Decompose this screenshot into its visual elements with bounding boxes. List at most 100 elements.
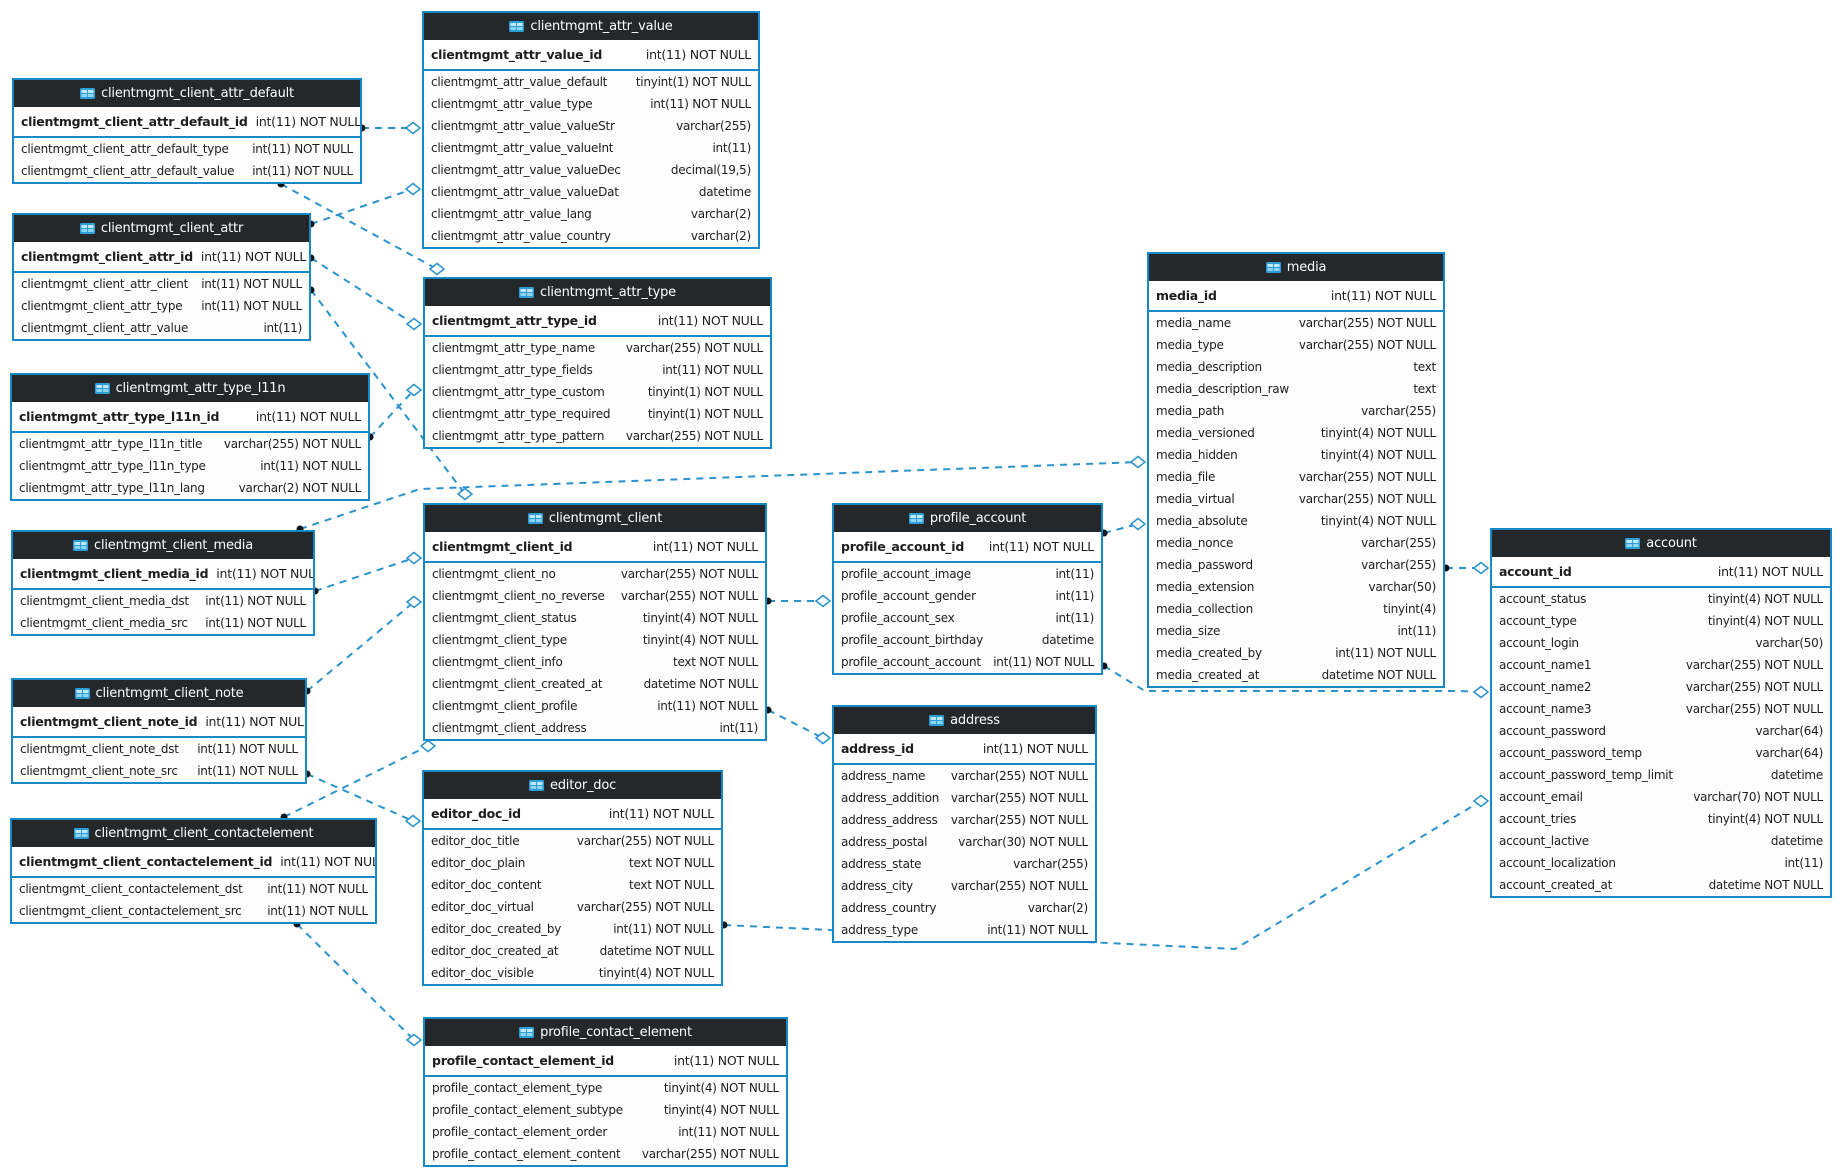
column-type: int(11) NOT NULL bbox=[988, 539, 1094, 554]
relationship-line-clientmgmt_client_note-to-editor_doc[interactable] bbox=[306, 773, 414, 822]
column-name: clientmgmt_client_note_src bbox=[20, 764, 178, 778]
relationship-line-clientmgmt_client_attr-to-clientmgmt_attr_value[interactable] bbox=[310, 188, 414, 225]
table-header[interactable]: clientmgmt_client bbox=[425, 505, 765, 532]
column-name: clientmgmt_attr_value_country bbox=[431, 229, 611, 243]
column-name: media_nonce bbox=[1156, 536, 1234, 550]
column-name: editor_doc_content bbox=[431, 878, 542, 892]
relationship-line-clientmgmt_attr_type_l11n-to-clientmgmt_attr_type[interactable] bbox=[369, 389, 415, 438]
column-type: int(11) NOT NULL bbox=[255, 409, 361, 424]
column-type: int(11) bbox=[263, 321, 302, 335]
column-type: varchar(255) NOT NULL bbox=[1685, 680, 1823, 694]
column-name: media_hidden bbox=[1156, 448, 1238, 462]
table-header[interactable]: address bbox=[834, 707, 1095, 734]
column-name: editor_doc_title bbox=[431, 834, 520, 848]
relationship-line-clientmgmt_client_attr_default-to-clientmgmt_attr_type[interactable] bbox=[280, 183, 438, 270]
column-name: clientmgmt_attr_type_l11n_type bbox=[19, 459, 206, 473]
table-header[interactable]: profile_contact_element bbox=[425, 1019, 786, 1046]
column-name: account_created_at bbox=[1499, 878, 1613, 892]
table-header[interactable]: clientmgmt_attr_type_l11n bbox=[12, 375, 368, 402]
column-type: datetime NOT NULL bbox=[599, 944, 715, 958]
table-clientmgmt_attr_type[interactable]: clientmgmt_attr_type clientmgmt_attr_type… bbox=[423, 277, 772, 449]
column-type: tinyint(4) NOT NULL bbox=[598, 966, 714, 980]
column-type: int(11) NOT NULL bbox=[255, 114, 360, 129]
column-row: editor_doc_virtual varchar(255) NOT NULL bbox=[424, 896, 721, 918]
column-name: address_addition bbox=[841, 791, 940, 805]
column-type: varchar(255) NOT NULL bbox=[576, 900, 714, 914]
relationship-line-clientmgmt_client_contactelement-to-profile_contact_element[interactable] bbox=[296, 923, 415, 1041]
relationship-line-clientmgmt_client_note-to-clientmgmt_client[interactable] bbox=[306, 601, 415, 692]
column-name: profile_contact_element_subtype bbox=[432, 1103, 623, 1117]
column-type: decimal(19,5) bbox=[670, 163, 751, 177]
table-header[interactable]: editor_doc bbox=[424, 772, 721, 799]
column-type: tinyint(4) NOT NULL bbox=[1707, 614, 1823, 628]
column-name: clientmgmt_client_contactelement_src bbox=[19, 904, 242, 918]
column-name: editor_doc_virtual bbox=[431, 900, 534, 914]
table-header[interactable]: clientmgmt_client_contactelement bbox=[12, 820, 375, 847]
relationship-line-clientmgmt_client_media-to-media[interactable] bbox=[299, 461, 1139, 530]
table-header[interactable]: media bbox=[1149, 254, 1443, 281]
table-clientmgmt_client_attr[interactable]: clientmgmt_client_attr clientmgmt_client_… bbox=[12, 213, 311, 341]
table-header[interactable]: clientmgmt_client_media bbox=[13, 532, 313, 559]
table-header[interactable]: account bbox=[1492, 530, 1830, 557]
column-name: clientmgmt_attr_value_valueDat bbox=[431, 185, 619, 199]
column-type: varchar(50) bbox=[1755, 636, 1824, 650]
column-name: clientmgmt_attr_type_l11n_lang bbox=[19, 481, 205, 495]
relationship-line-clientmgmt_client_attr-to-clientmgmt_attr_type[interactable] bbox=[310, 257, 415, 325]
column-name: account_status bbox=[1499, 592, 1587, 606]
relationship-line-clientmgmt_client_media-to-clientmgmt_client[interactable] bbox=[314, 557, 415, 592]
relationship-line-clientmgmt_client_contactelement-to-clientmgmt_client[interactable] bbox=[283, 745, 429, 818]
column-name: clientmgmt_client_attr_client bbox=[21, 277, 189, 291]
column-name: clientmgmt_client_media_id bbox=[20, 566, 209, 581]
column-type: int(11) NOT NULL bbox=[252, 142, 353, 156]
column-name: clientmgmt_attr_type_id bbox=[432, 313, 597, 328]
table-header[interactable]: clientmgmt_client_attr_default bbox=[14, 80, 360, 107]
column-name: clientmgmt_attr_type_l11n_title bbox=[19, 437, 203, 451]
column-type: int(11) NOT NULL bbox=[205, 714, 305, 729]
table-header[interactable]: clientmgmt_client_note bbox=[13, 680, 305, 707]
table-header[interactable]: clientmgmt_attr_value bbox=[424, 13, 758, 40]
table-title: clientmgmt_client_note bbox=[95, 686, 244, 701]
column-type: tinyint(4) bbox=[1383, 602, 1436, 616]
table-header[interactable]: profile_account bbox=[834, 505, 1101, 532]
column-type: datetime bbox=[1041, 633, 1094, 647]
column-type: varchar(255) NOT NULL bbox=[1298, 470, 1436, 484]
column-name: clientmgmt_client_id bbox=[432, 539, 573, 554]
table-header[interactable]: clientmgmt_client_attr bbox=[14, 215, 309, 242]
table-clientmgmt_client_note[interactable]: clientmgmt_client_note clientmgmt_client_… bbox=[11, 678, 307, 784]
relationship-line-clientmgmt_client-to-address[interactable] bbox=[767, 709, 824, 739]
column-name: account_password bbox=[1499, 724, 1606, 738]
relationship-line-clientmgmt_client_attr-to-clientmgmt_client[interactable] bbox=[310, 289, 466, 495]
column-type: datetime bbox=[1770, 834, 1823, 848]
table-header[interactable]: clientmgmt_attr_type bbox=[425, 279, 770, 306]
column-name: clientmgmt_attr_value_lang bbox=[431, 207, 592, 221]
